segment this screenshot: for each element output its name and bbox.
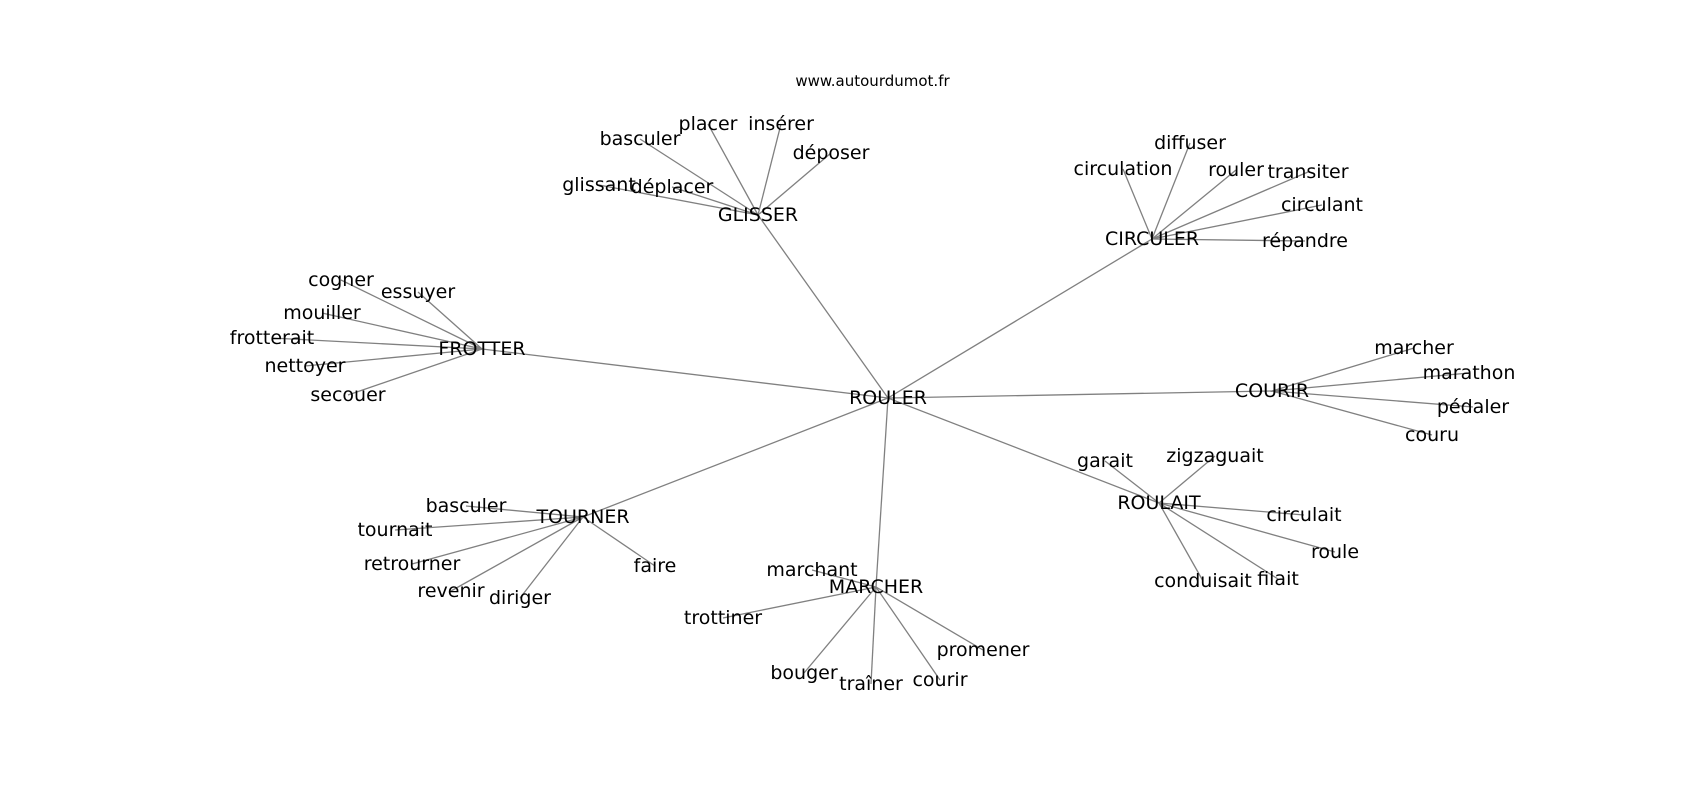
leaf-node: basculer bbox=[426, 495, 507, 517]
edge-circuler-leaf bbox=[1151, 238, 1306, 242]
root-node-label: ROULER bbox=[849, 387, 927, 409]
edge-rouler-glisser bbox=[757, 214, 889, 399]
edge-roulait-leaf bbox=[1158, 502, 1279, 580]
edge-glisser-leaf bbox=[757, 123, 782, 216]
leaf-node: marcher bbox=[1374, 337, 1454, 359]
edge-marcher-leaf bbox=[875, 586, 984, 651]
edge-glisser-leaf bbox=[639, 138, 759, 216]
hub-node-courir: COURIR bbox=[1235, 380, 1309, 402]
leaf-node: nettoyer bbox=[264, 355, 345, 377]
leaf-node: répandre bbox=[1262, 230, 1348, 252]
leaf-node: glissant bbox=[562, 174, 636, 196]
edge-rouler-circuler bbox=[887, 238, 1153, 399]
edge-frotter-leaf bbox=[340, 279, 483, 350]
leaf-node: filait bbox=[1257, 568, 1299, 590]
edge-roulait-leaf bbox=[1104, 460, 1160, 504]
edge-tourner-leaf bbox=[411, 516, 584, 565]
edge-frotter-leaf bbox=[271, 337, 483, 350]
leaf-node: promener bbox=[937, 639, 1030, 661]
edge-rouler-marcher bbox=[875, 397, 889, 588]
leaf-node: marchant bbox=[766, 559, 857, 581]
leaf-node: trottiner bbox=[684, 607, 762, 629]
edge-marcher-leaf bbox=[875, 586, 941, 681]
leaf-node: roule bbox=[1311, 541, 1359, 563]
leaf-node: retrourner bbox=[364, 553, 461, 575]
hub-node-roulait: ROULAIT bbox=[1117, 492, 1201, 514]
hub-node-circuler: CIRCULER bbox=[1105, 228, 1199, 250]
edge-rouler-roulait bbox=[887, 397, 1160, 504]
edge-glisser-leaf bbox=[671, 186, 759, 216]
edge-circuler-leaf bbox=[1151, 171, 1309, 240]
leaf-node: bouger bbox=[770, 662, 837, 684]
leaf-node: revenir bbox=[417, 580, 484, 602]
leaf-node: circulant bbox=[1281, 194, 1363, 216]
leaf-node: zigzaguait bbox=[1166, 445, 1263, 467]
edge-marcher-leaf bbox=[870, 586, 877, 685]
edge-courir-leaf bbox=[1271, 390, 1433, 436]
leaf-node: conduisait bbox=[1154, 570, 1252, 592]
edge-tourner-leaf bbox=[394, 516, 584, 531]
leaf-node: cogner bbox=[308, 269, 374, 291]
edge-tourner-leaf bbox=[582, 516, 656, 567]
edges-layer bbox=[271, 123, 1474, 685]
leaf-node: basculer bbox=[600, 128, 681, 150]
edge-frotter-leaf bbox=[321, 312, 483, 350]
leaf-node: diriger bbox=[489, 587, 551, 609]
edge-tourner-leaf bbox=[465, 505, 584, 518]
leaf-node: transiter bbox=[1267, 161, 1348, 183]
hub-node-tourner: TOURNER bbox=[535, 506, 629, 528]
edge-courir-leaf bbox=[1271, 347, 1415, 392]
edge-rouler-courir bbox=[887, 390, 1273, 399]
leaf-node: marathon bbox=[1423, 362, 1516, 384]
edge-frotter-leaf bbox=[304, 348, 483, 367]
leaf-node: traîner bbox=[839, 673, 903, 695]
edge-frotter-leaf bbox=[417, 291, 483, 350]
edge-frotter-leaf bbox=[347, 348, 483, 396]
leaf-node: circulation bbox=[1074, 158, 1173, 180]
hub-node-marcher: MARCHER bbox=[829, 576, 923, 598]
edge-glisser-leaf bbox=[598, 184, 759, 216]
edge-marcher-leaf bbox=[811, 569, 877, 588]
edge-rouler-frotter bbox=[481, 348, 889, 399]
leaf-node: tournait bbox=[357, 519, 432, 541]
edge-circuler-leaf bbox=[1151, 169, 1237, 240]
edge-circuler-leaf bbox=[1122, 168, 1153, 240]
edge-marcher-leaf bbox=[803, 586, 877, 674]
edge-tourner-leaf bbox=[519, 516, 584, 599]
hub-node-frotter: FROTTER bbox=[438, 338, 525, 360]
leaf-node: mouiller bbox=[283, 302, 361, 324]
edge-circuler-leaf bbox=[1151, 142, 1191, 240]
leaf-node: rouler bbox=[1208, 159, 1264, 181]
edge-glisser-leaf bbox=[707, 123, 759, 216]
edge-rouler-tourner bbox=[582, 397, 889, 518]
leaf-node: courir bbox=[912, 669, 967, 691]
edge-roulait-leaf bbox=[1158, 502, 1336, 553]
leaf-node: garait bbox=[1077, 450, 1133, 472]
leaf-node: diffuser bbox=[1154, 132, 1226, 154]
hub-node-glisser: GLISSER bbox=[718, 204, 798, 226]
edge-tourner-leaf bbox=[450, 516, 584, 592]
edge-glisser-leaf bbox=[757, 152, 832, 216]
leaf-node: insérer bbox=[748, 113, 814, 135]
leaf-node: essuyer bbox=[381, 281, 455, 303]
leaf-node: circulait bbox=[1266, 504, 1341, 526]
edge-roulait-leaf bbox=[1158, 455, 1216, 504]
edge-courir-leaf bbox=[1271, 390, 1474, 408]
edge-roulait-leaf bbox=[1158, 502, 1305, 516]
source-watermark: www.autourdumot.fr bbox=[795, 72, 950, 90]
edge-roulait-leaf bbox=[1158, 502, 1204, 582]
leaf-node: faire bbox=[634, 555, 677, 577]
leaf-node: couru bbox=[1405, 424, 1459, 446]
leaf-node: placer bbox=[679, 113, 738, 135]
leaf-node: pédaler bbox=[1437, 396, 1509, 418]
leaf-node: frotterait bbox=[230, 327, 314, 349]
leaf-node: déplacer bbox=[631, 176, 714, 198]
edge-circuler-leaf bbox=[1151, 204, 1323, 240]
leaf-node: déposer bbox=[793, 142, 870, 164]
edge-marcher-leaf bbox=[722, 586, 877, 619]
edge-courir-leaf bbox=[1271, 372, 1470, 392]
leaf-node: secouer bbox=[310, 384, 385, 406]
